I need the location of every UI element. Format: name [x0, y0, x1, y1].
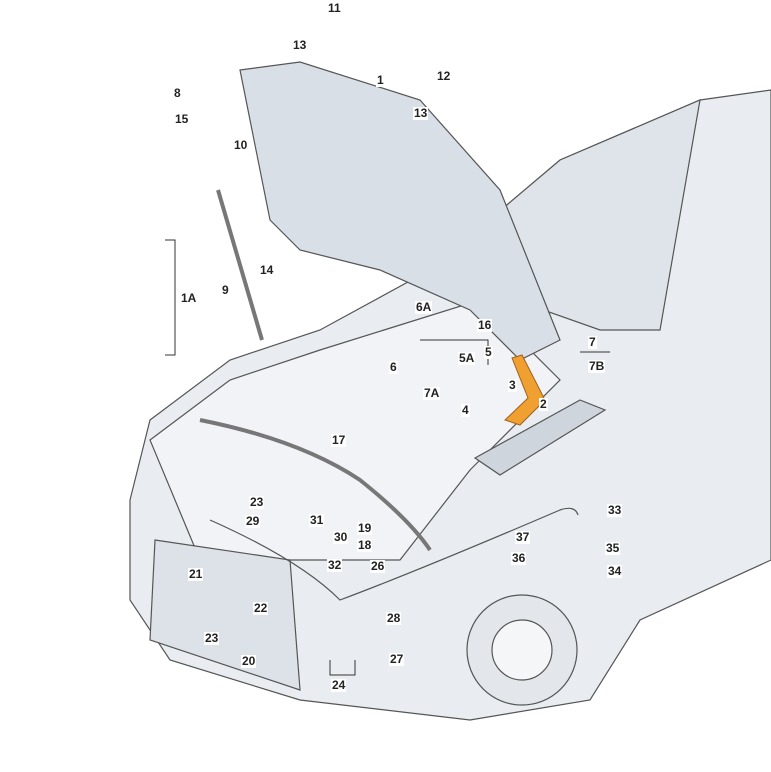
callout-30: 30: [333, 530, 349, 544]
callout-9: 9: [221, 283, 230, 297]
callout-2: 2: [539, 397, 548, 411]
callout-1: 1: [376, 73, 385, 87]
callout-19: 19: [357, 521, 373, 535]
callout-27: 27: [389, 652, 405, 666]
callout-23: 23: [249, 495, 265, 509]
callout-7A: 7A: [423, 386, 441, 400]
callout-22: 22: [253, 601, 269, 615]
callout-1A: 1A: [180, 291, 198, 305]
callout-29: 29: [245, 514, 261, 528]
highlighted-part-2: [504, 354, 546, 426]
callout-6: 6: [389, 360, 398, 374]
callout-18: 18: [357, 538, 373, 552]
callout-26: 26: [370, 559, 386, 573]
callout-14: 14: [259, 263, 275, 277]
callout-13b: 13: [413, 106, 429, 120]
callout-8: 8: [173, 86, 182, 100]
callout-33: 33: [607, 503, 623, 517]
callout-7: 7: [588, 335, 597, 349]
callout-21: 21: [188, 567, 204, 581]
callout-3: 3: [508, 378, 517, 392]
callout-11: 11: [327, 1, 342, 15]
callout-24: 24: [331, 678, 347, 692]
callout-12: 12: [436, 69, 452, 83]
callout-17: 17: [331, 433, 347, 447]
release-cable: [209, 507, 579, 601]
crossmember: [473, 399, 607, 476]
callout-4: 4: [461, 403, 470, 417]
callout-37: 37: [515, 530, 531, 544]
callout-16: 16: [477, 318, 493, 332]
seal: [199, 418, 432, 552]
callout-5A: 5A: [458, 351, 476, 365]
callout-32: 32: [327, 558, 343, 572]
callout-35: 35: [605, 541, 621, 555]
callout-13: 13: [292, 38, 308, 52]
callout-34: 34: [607, 564, 623, 578]
callout-36: 36: [511, 551, 527, 565]
callout-20: 20: [241, 654, 257, 668]
callout-31: 31: [309, 513, 325, 527]
callout-10: 10: [233, 138, 249, 152]
gas-strut: [216, 189, 264, 341]
grille: [149, 539, 301, 691]
callout-15: 15: [174, 112, 190, 126]
callout-6A: 6A: [415, 300, 433, 314]
callout-7B: 7B: [588, 359, 606, 373]
callout-5: 5: [484, 345, 493, 359]
callout-23b: 23: [204, 631, 220, 645]
callout-28: 28: [386, 611, 402, 625]
